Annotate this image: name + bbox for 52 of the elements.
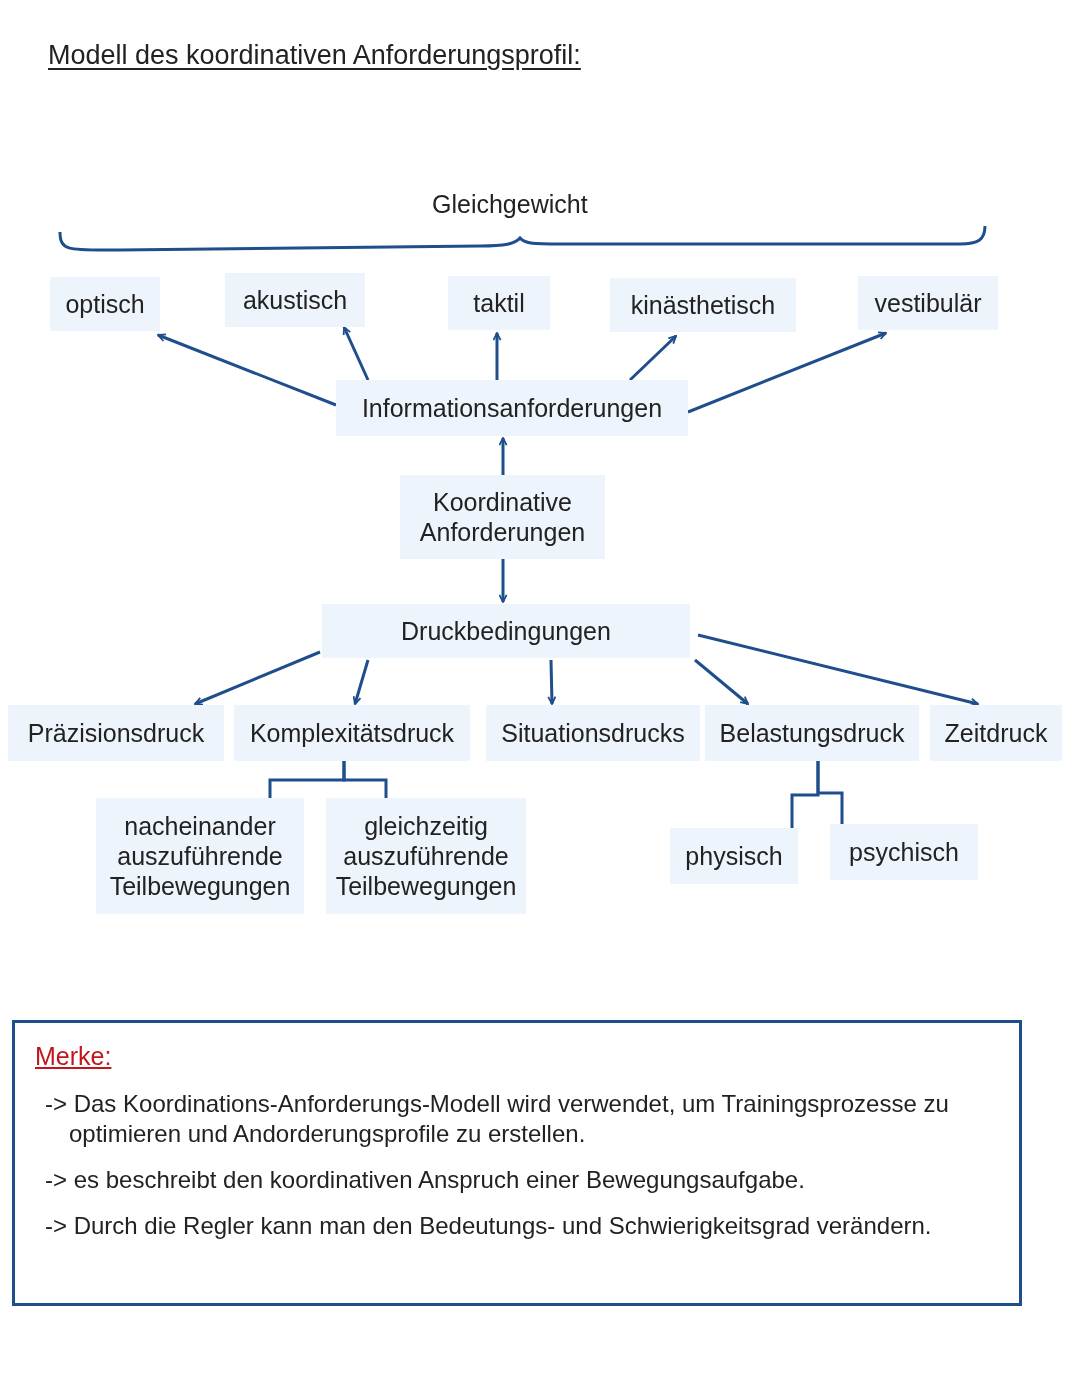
node-label: taktil [473, 288, 525, 318]
node-label: optisch [65, 289, 145, 319]
node-label: gleichzeitig auszuführende Teilbewegungen [334, 811, 518, 901]
node-label: nacheinander auszuführende Teilbewegungen [108, 811, 292, 901]
concept-box [96, 798, 304, 914]
node-label: Belastungsdruck [719, 718, 905, 748]
node-label: physisch [685, 841, 783, 871]
arrow [697, 633, 979, 707]
arrow [352, 659, 370, 705]
arrow [498, 559, 508, 603]
concept-box [336, 380, 688, 436]
concept-box [225, 273, 365, 327]
node-label: Druckbedingungen [401, 616, 611, 646]
node-label: Informationsanforderungen [361, 393, 663, 423]
node-label: akustisch [242, 285, 348, 315]
brace-label: Gleichgewicht [432, 190, 588, 219]
node-label: Situationsdrucks [501, 718, 685, 748]
arrow [157, 333, 337, 407]
arrow [342, 326, 370, 381]
arrow [492, 332, 502, 380]
arrow [694, 658, 749, 706]
arrow [498, 437, 508, 475]
concept-box [326, 798, 526, 914]
concept-box [705, 705, 919, 761]
connector-line [342, 761, 388, 798]
diagram-title: Modell des koordinativen Anforderungsprofil: [48, 40, 581, 71]
arrow [628, 334, 678, 382]
concept-box [830, 824, 978, 880]
concept-box [858, 276, 998, 330]
arrow [194, 650, 321, 706]
concept-box [486, 705, 700, 761]
node-label: Koordinative Anforderungen [418, 487, 587, 547]
note-text: -> Das Koordinations-Anforderungs-Modell wird verwendet, um Trainingsprozesse zu optimieren und Andorderungsprofile zu erstellen. [44, 1089, 950, 1149]
note-heading: Merke: [35, 1041, 112, 1071]
node-label: kinästhetisch [630, 290, 776, 320]
node-label: vestibulär [874, 288, 982, 318]
concept-box [400, 475, 605, 559]
node-label: Komplexitätsdruck [249, 718, 455, 748]
node-label: psychisch [849, 837, 959, 867]
concept-box [322, 604, 690, 658]
concept-box [234, 705, 470, 761]
note-box [12, 1020, 1022, 1306]
note-text: -> Durch die Regler kann man den Bedeutungs- und Schwierigkeitsgrad verändern. [44, 1211, 933, 1241]
concept-box [930, 705, 1062, 761]
note-text: -> es beschreibt den koordinativen Anspruch einer Bewegungsaufgabe. [44, 1165, 806, 1195]
concept-box [8, 705, 224, 761]
concept-box [670, 828, 798, 884]
connector-line [816, 761, 844, 824]
node-label: Präzisionsdruck [27, 718, 205, 748]
node-label: Zeitdruck [944, 718, 1048, 748]
arrow [687, 331, 887, 414]
arrow [547, 659, 557, 705]
